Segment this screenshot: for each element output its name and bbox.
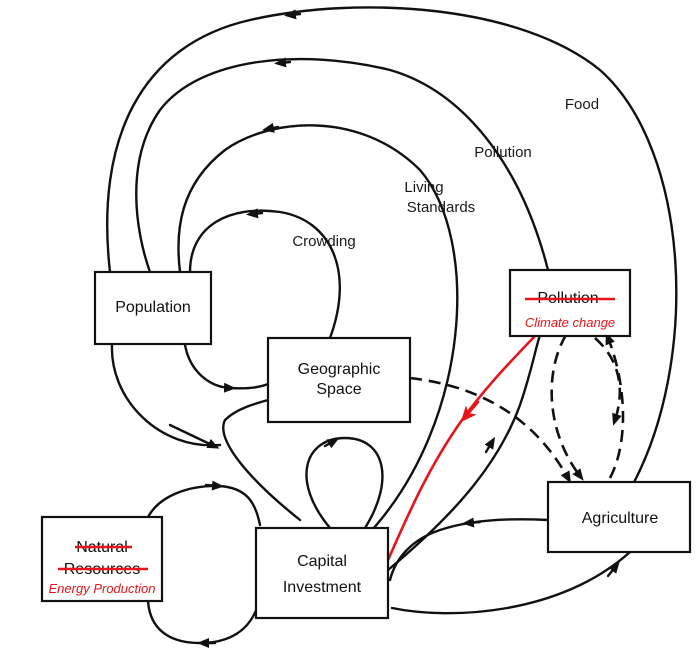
node-pollution-replacement: Climate change: [525, 315, 615, 330]
link-label-living-standards-1: Living: [404, 179, 443, 196]
node-pollution: Pollution Climate change: [508, 268, 632, 338]
pollution-to-agriculture-dashed: [550, 334, 584, 481]
population-to-investment-arrow: [168, 423, 220, 449]
climate-change-arrowhead: [460, 400, 480, 423]
investment-self-loop: [305, 436, 384, 530]
living-standards-loop-arrowhead: [262, 122, 280, 133]
node-capital-investment-label-1: Capital: [297, 553, 347, 570]
investment-self-loop-arrowhead: [323, 438, 340, 449]
investment-to-agriculture-arrowhead: [606, 561, 620, 578]
agriculture-to-investment: [388, 518, 550, 582]
population-to-investment: [110, 343, 222, 447]
food-loop-arrowhead: [284, 9, 302, 20]
space-to-investment: [222, 398, 302, 522]
population-to-space-tail: [228, 382, 270, 390]
investment-to-pollution: [386, 333, 542, 572]
link-label-crowding: Crowding: [292, 233, 355, 250]
agriculture-to-pollution-dashed: [605, 332, 625, 479]
crowding-loop: [188, 209, 341, 340]
resources-to-investment: [146, 484, 262, 527]
living-standards-loop: [177, 124, 459, 532]
node-geographic-space: Geographic Space: [266, 336, 412, 424]
food-loop: [106, 6, 678, 488]
node-natural-resources: Natural Resources Energy Production: [40, 515, 164, 603]
link-label-food: Food: [565, 96, 599, 113]
node-population: Population: [93, 270, 213, 346]
node-capital-investment-label-2: Investment: [283, 579, 362, 596]
crowding-loop-arrowhead: [246, 208, 264, 219]
node-natural-resources-replacement: Energy Production: [49, 581, 156, 596]
space-to-agriculture-dashed: [409, 376, 571, 484]
link-label-living-standards-2: Standards: [407, 199, 475, 216]
resources-to-investment-arrowhead: [204, 480, 224, 491]
node-geographic-space-label-1: Geographic: [298, 361, 381, 378]
node-agriculture: Agriculture: [546, 480, 692, 554]
pollution-loop-arrowhead: [274, 57, 292, 68]
node-agriculture-label: Agriculture: [582, 510, 659, 527]
investment-to-pollution-arrowhead: [484, 436, 496, 454]
investment-to-agriculture: [390, 550, 632, 615]
node-capital-investment: Capital Investment: [254, 526, 390, 620]
node-population-label: Population: [115, 299, 191, 316]
investment-to-resources: [146, 599, 260, 645]
agriculture-to-investment-arrowhead: [462, 517, 482, 528]
node-geographic-space-label-2: Space: [316, 381, 361, 398]
link-label-pollution: Pollution: [474, 144, 532, 161]
pollution-right-dashed: [594, 337, 622, 426]
population-to-space: [183, 343, 236, 393]
